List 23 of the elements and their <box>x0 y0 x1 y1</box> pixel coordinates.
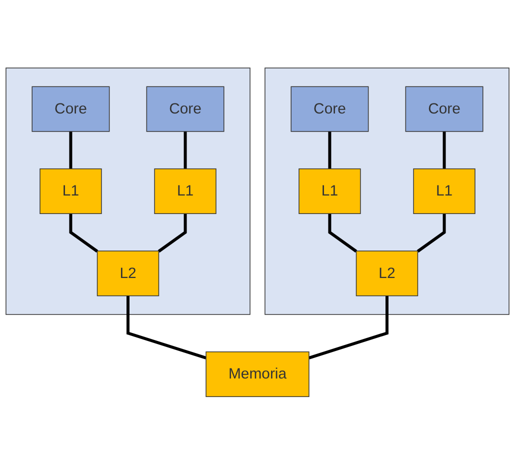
connector <box>328 132 332 169</box>
connector <box>442 132 446 169</box>
node-box: L1 <box>40 168 102 214</box>
node-box: Core <box>146 86 224 132</box>
node-box: L1 <box>413 168 476 214</box>
connector <box>308 296 388 360</box>
connector <box>416 214 446 253</box>
node-box: L2 <box>356 250 418 296</box>
cluster <box>6 68 250 316</box>
node-box: L2 <box>96 250 160 296</box>
connector <box>69 132 72 169</box>
connector <box>184 132 187 169</box>
cluster <box>264 68 510 316</box>
node-box: L1 <box>154 168 216 214</box>
connector <box>126 296 206 360</box>
node-box: Core <box>32 86 110 132</box>
connector <box>328 214 358 253</box>
node-box: L1 <box>298 168 361 214</box>
connector <box>69 214 98 253</box>
node-box: Memoria <box>206 352 310 398</box>
node-box: Core <box>290 86 369 132</box>
connector <box>158 214 187 253</box>
node-box: Core <box>405 86 484 132</box>
